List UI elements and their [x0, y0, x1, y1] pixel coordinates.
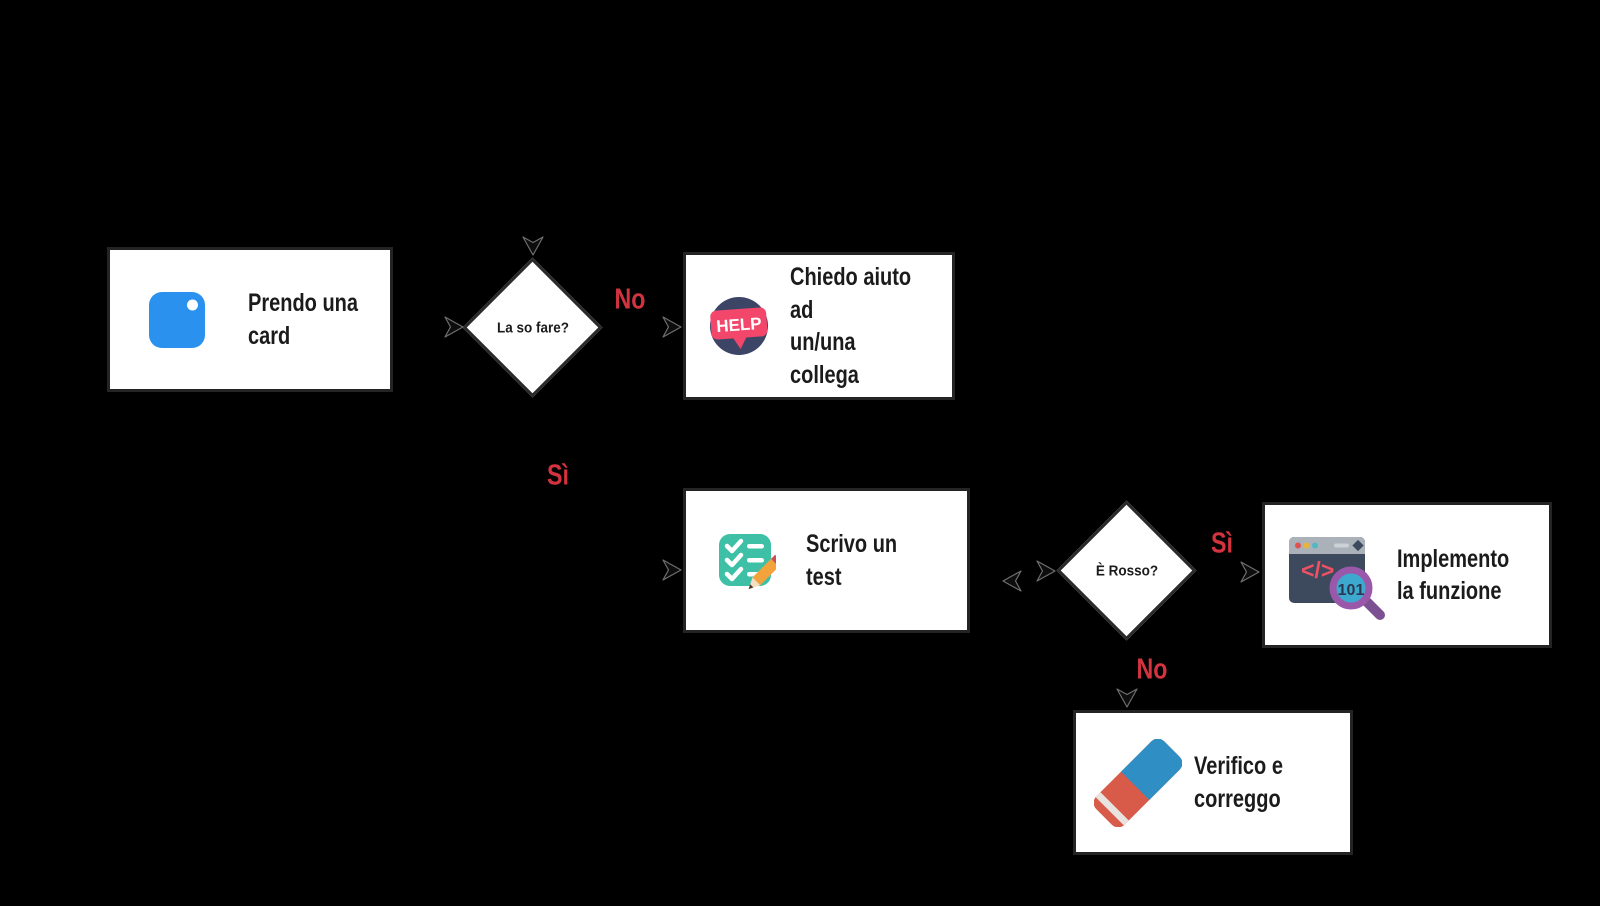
- arrowhead-back-to-scrivo-test: [1001, 569, 1023, 593]
- process-label: Verifico e correggo: [1194, 752, 1283, 813]
- process-chiedo-aiuto: HELP Chiedo aiuto ad un/una collega: [683, 252, 955, 400]
- process-label: Prendo una card: [248, 289, 359, 350]
- process-scrivo-test: Scrivo un test: [683, 488, 970, 633]
- process-prendo-card: Prendo una card: [107, 247, 393, 392]
- edge-label-si: Sì: [547, 459, 569, 492]
- arrowhead-into-verifico: [1115, 687, 1139, 709]
- magnifier-number: 101: [1338, 582, 1365, 599]
- edge-label-no: No: [614, 283, 646, 316]
- code-glyph: </>: [1301, 557, 1334, 583]
- code-window-icon: </> 101: [1287, 527, 1387, 623]
- arrowhead-into-la-so-fare-left: [443, 315, 465, 339]
- process-implemento-funzione: </> 101 Implemento la funzione: [1262, 502, 1552, 648]
- help-icon: HELP: [708, 295, 770, 357]
- arrowhead-into-scrivo-test: [661, 558, 683, 582]
- process-verifico-correggo: Verifico e correggo: [1073, 710, 1353, 855]
- edge-label-no: No: [1136, 653, 1168, 686]
- decision-label: È Rosso?: [1095, 562, 1159, 580]
- arrowhead-into-la-so-fare-top: [521, 235, 545, 257]
- card-icon: [146, 289, 208, 351]
- arrowhead-into-chiedo-aiuto: [661, 315, 683, 339]
- eraser-icon: [1094, 738, 1182, 827]
- decision-label: La so fare?: [496, 319, 570, 337]
- help-icon-text: HELP: [716, 314, 763, 336]
- arrowhead-into-implemento: [1239, 560, 1261, 584]
- checklist-icon: [716, 531, 776, 591]
- edge-label-si: Sì: [1211, 527, 1233, 560]
- process-label: Scrivo un test: [806, 530, 898, 591]
- process-label: Chiedo aiuto ad un/una collega: [790, 263, 912, 389]
- process-label: Implemento la funzione: [1397, 544, 1510, 606]
- arrowhead-into-e-rosso: [1035, 559, 1057, 583]
